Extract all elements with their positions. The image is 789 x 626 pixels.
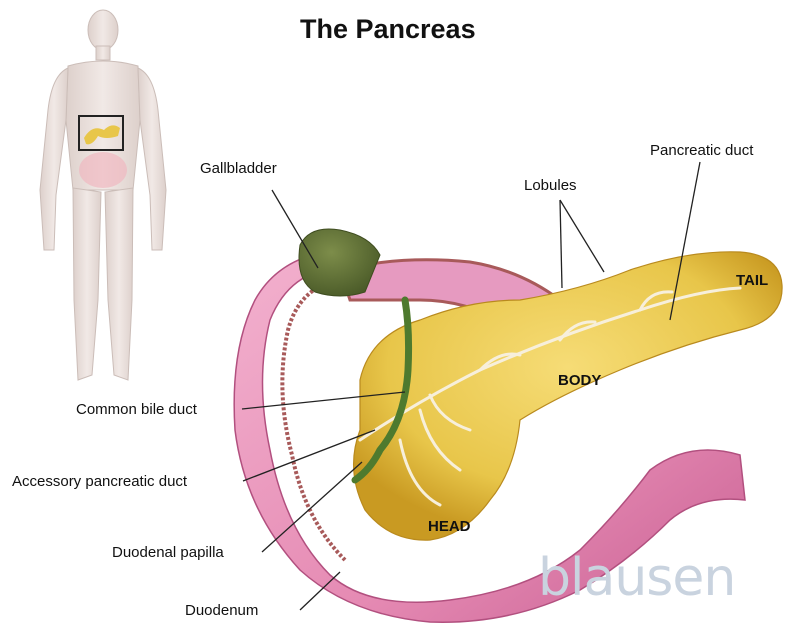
- label-lobules: Lobules: [524, 177, 577, 194]
- label-duodenum: Duodenum: [185, 602, 258, 619]
- label-accessory-pancreatic-duct: Accessory pancreatic duct: [12, 473, 187, 490]
- region-tail: TAIL: [736, 272, 768, 289]
- region-body: BODY: [558, 372, 601, 389]
- label-duodenal-papilla: Duodenal papilla: [112, 544, 224, 561]
- blausen-watermark: blausen: [538, 548, 735, 608]
- page-title: The Pancreas: [300, 14, 476, 45]
- gallbladder-organ: [299, 229, 380, 296]
- label-gallbladder: Gallbladder: [200, 160, 277, 177]
- region-head: HEAD: [428, 518, 471, 535]
- intestine-shading: [79, 152, 127, 188]
- label-common-bile-duct: Common bile duct: [76, 401, 197, 418]
- human-body-figure: [40, 10, 166, 380]
- label-pancreatic-duct: Pancreatic duct: [650, 142, 753, 159]
- duodenum-inner-wall: [282, 278, 345, 560]
